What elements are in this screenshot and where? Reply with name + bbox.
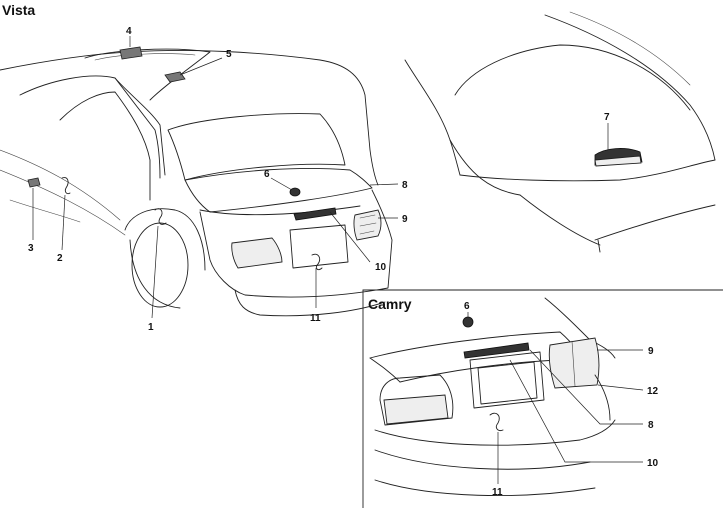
- callout-3: 3: [28, 243, 34, 254]
- section-title-camry: Camry: [368, 296, 412, 312]
- callout-4: 4: [126, 26, 132, 37]
- camry-callout-12: 12: [647, 386, 659, 397]
- camry-callout-6: 6: [464, 301, 470, 312]
- callout-11: 11: [310, 313, 321, 324]
- section-title-vista: Vista: [2, 2, 35, 18]
- callout-6: 6: [264, 169, 270, 180]
- camry-callout-8: 8: [648, 420, 654, 431]
- camry-callout-9: 9: [648, 346, 654, 357]
- callout-9: 9: [402, 214, 408, 225]
- camry-leaders: [467, 312, 644, 484]
- camry-callout-10: 10: [647, 458, 659, 469]
- vista-roof-detail: [404, 11, 716, 253]
- camry-callout-11: 11: [492, 487, 503, 498]
- callout-2: 2: [57, 253, 63, 264]
- callout-7: 7: [604, 112, 610, 123]
- callout-1: 1: [148, 322, 154, 333]
- camry-car-illustration: [369, 297, 616, 497]
- callout-10: 10: [375, 262, 387, 273]
- vista-leaders: [32, 36, 399, 319]
- vista-car-illustration: [0, 46, 393, 317]
- callout-8: 8: [402, 180, 408, 191]
- camry-inset-frame: [362, 289, 723, 508]
- callout-5: 5: [226, 49, 232, 60]
